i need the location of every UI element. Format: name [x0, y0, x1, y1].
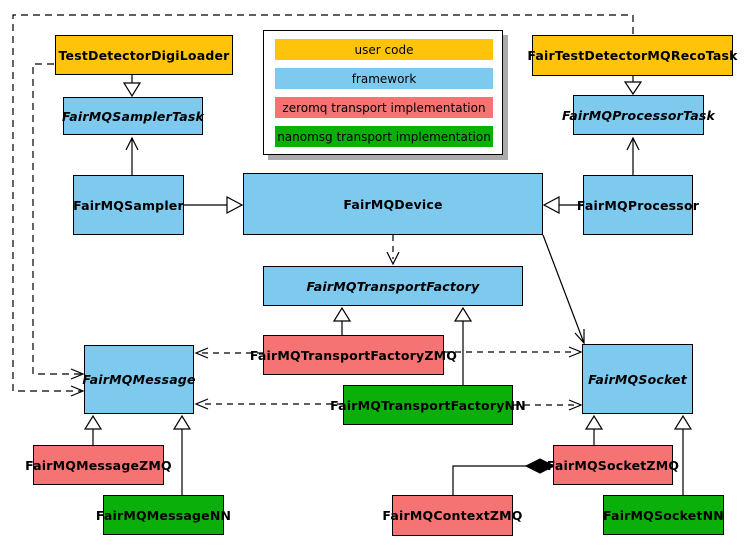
open-arrowhead-icon	[194, 398, 209, 410]
legend-box: user code framework zeromq transport imp…	[263, 30, 503, 155]
inheritance-edge-recotask-processortask	[623, 76, 643, 96]
dependency-edge-recotask-message	[12, 14, 634, 397]
dependency-edge-device-transportfactory	[386, 235, 400, 266]
class-box-fairmqtransportfactorynn: FairMQTransportFactoryNN	[330, 385, 526, 425]
hollow-triangle-icon	[673, 414, 693, 430]
hollow-triangle-icon	[83, 414, 103, 430]
class-box-fairmqsocket: FairMQSocket	[582, 344, 693, 414]
dependency-edge-tfzmq-message	[194, 347, 263, 359]
class-box-fairmqsocketzmq: FairMQSocketZMQ	[547, 445, 679, 485]
class-box-fairmqprocessortask: FairMQProcessorTask	[562, 95, 715, 135]
dependency-edge-tfzmq-socket	[444, 346, 583, 358]
dependency-edge-tfnn-message	[194, 398, 343, 410]
hollow-triangle-icon	[332, 306, 352, 322]
class-box-fairmqsamplertask: FairMQSamplerTask	[62, 97, 204, 135]
inheritance-edge-messagenn-message	[172, 414, 192, 495]
open-arrowhead-icon	[568, 399, 583, 411]
class-box-fairmqdevice: FairMQDevice	[243, 173, 543, 235]
inheritance-edge-sampler-device	[184, 196, 244, 214]
legend-item-nanomsg: nanomsg transport implementation	[275, 126, 493, 147]
open-arrowhead-icon	[194, 347, 209, 359]
inheritance-edge-messagezmq-message	[83, 414, 103, 445]
open-arrowhead-icon	[574, 329, 585, 345]
inheritance-edge-processor-device	[542, 196, 583, 214]
inheritance-edge-socketnn-socket	[673, 414, 693, 495]
class-box-fairmqsocketnn: FairMQSocketNN	[603, 495, 724, 535]
hollow-triangle-icon	[623, 81, 643, 96]
open-arrowhead-icon	[125, 136, 139, 151]
class-box-fairmqtransportfactory: FairMQTransportFactory	[263, 266, 523, 306]
legend-item-zeromq: zeromq transport implementation	[275, 97, 493, 118]
class-box-fairmqtransportfactoryzmq: FairMQTransportFactoryZMQ	[250, 335, 457, 375]
class-box-fairmqmessage: FairMQMessage	[82, 345, 195, 414]
composition-edge-contextzmq-socketzmq	[452, 458, 556, 495]
class-box-testdetectordigiloader: TestDetectorDigiLoader	[55, 35, 233, 75]
open-arrowhead-icon	[386, 251, 400, 266]
class-box-fairmqmessagezmq: FairMQMessageZMQ	[25, 445, 172, 485]
dependency-edge-digiloader-message	[32, 63, 85, 380]
open-arrowhead-icon	[70, 368, 85, 380]
inheritance-edge-digiloader-samplertask	[122, 75, 142, 98]
open-arrowhead-icon	[626, 136, 640, 151]
inheritance-edge-socketzmq-socket	[584, 414, 604, 445]
inheritance-edge-tfnn-transportfactory	[453, 306, 473, 385]
open-arrowhead-icon	[70, 385, 85, 397]
association-edge-sampler-samplertask	[125, 136, 139, 175]
hollow-triangle-icon	[172, 414, 192, 430]
class-box-fairtestdetectormqrecotask: FairTestDetectorMQRecoTask	[527, 35, 737, 76]
legend-item-user-code: user code	[275, 39, 493, 60]
class-box-fairmqmessagenn: FairMQMessageNN	[96, 495, 231, 535]
class-box-fairmqcontextzmq: FairMQContextZMQ	[382, 495, 522, 536]
class-box-fairmqsampler: FairMQSampler	[73, 175, 184, 235]
open-arrowhead-icon	[568, 346, 583, 358]
class-box-fairmqprocessor: FairMQProcessor	[577, 175, 699, 235]
association-edge-processor-processortask	[626, 136, 640, 175]
hollow-triangle-icon	[453, 306, 473, 322]
dependency-edge-tfnn-socket	[513, 399, 583, 411]
hollow-triangle-icon	[542, 196, 560, 214]
association-edge-device-socket	[542, 234, 585, 345]
hollow-triangle-icon	[584, 414, 604, 430]
inheritance-edge-tfzmq-transportfactory	[332, 306, 352, 335]
hollow-triangle-icon	[226, 196, 244, 214]
hollow-triangle-icon	[122, 82, 142, 98]
legend-item-framework: framework	[275, 68, 493, 89]
